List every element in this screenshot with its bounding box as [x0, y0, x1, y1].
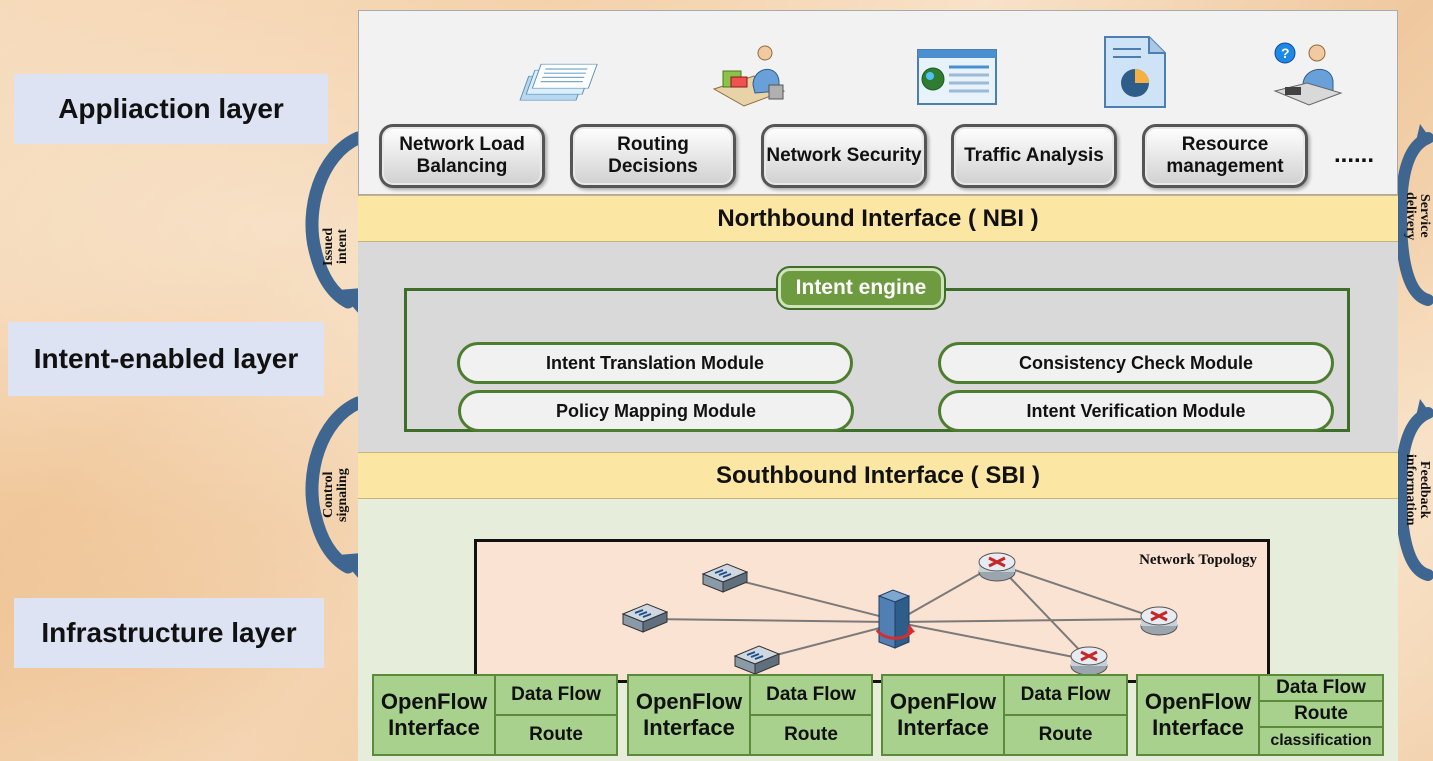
- feedback-information-arrow: [1398, 399, 1433, 581]
- data-flow-cell: Data Flow: [496, 676, 616, 716]
- openflow-interface-label: OpenFlow Interface: [629, 676, 751, 754]
- openflow-interface-label: OpenFlow Interface: [883, 676, 1005, 754]
- control-signaling-label: Control signaling: [321, 468, 350, 522]
- documents-icon: [519, 63, 598, 101]
- infrastructure-layer-label: Infrastructure layer: [14, 598, 324, 668]
- openflow-box-4: OpenFlow Interface Data Flow Route class…: [1136, 674, 1384, 756]
- intent-translation-module[interactable]: Intent Translation Module: [457, 342, 853, 384]
- service-delivery-label: Service delivery: [1403, 191, 1432, 241]
- data-flow-cell: Data Flow: [1260, 676, 1382, 702]
- openflow-box-3: OpenFlow Interface Data Flow Route: [881, 674, 1128, 756]
- network-topology-panel: Network Topology: [474, 539, 1270, 683]
- route-cell: Route: [529, 724, 583, 745]
- svg-text:?: ?: [1281, 45, 1290, 61]
- app-routing-decisions[interactable]: Routing Decisions: [570, 124, 736, 188]
- app-resource-management[interactable]: Resource management: [1142, 124, 1308, 188]
- control-signaling-arrow: [305, 396, 365, 580]
- route-cell: Route: [784, 724, 838, 745]
- intent-engine-title[interactable]: Intent engine: [776, 266, 946, 310]
- issued-intent-arrow: [305, 131, 365, 315]
- classification-cell: classification: [1270, 732, 1372, 749]
- router-icon: [1140, 606, 1178, 636]
- consistency-check-module[interactable]: Consistency Check Module: [938, 342, 1334, 384]
- intent-layer-label: Intent-enabled layer: [8, 322, 324, 396]
- openflow-box-1: OpenFlow Interface Data Flow Route: [372, 674, 618, 756]
- report-chart-icon: [1104, 36, 1166, 108]
- policy-mapping-module[interactable]: Policy Mapping Module: [458, 390, 854, 432]
- intent-verification-module[interactable]: Intent Verification Module: [938, 390, 1334, 432]
- more-apps-ellipsis: ......: [1334, 141, 1375, 168]
- network-topology-label: Network Topology: [1139, 552, 1257, 568]
- data-flow-cell: Data Flow: [1005, 676, 1126, 716]
- data-flow-cell: Data Flow: [751, 676, 871, 716]
- help-desk-user-icon: ?: [1273, 42, 1343, 106]
- switch-icon: [621, 603, 669, 633]
- app-network-load-balancing[interactable]: Network Load Balancing: [379, 124, 545, 188]
- workstation-user-icon: [712, 45, 786, 107]
- architecture-diagram: ? Network Load Balancing Routing Decisio…: [358, 10, 1398, 761]
- browser-window-icon: [917, 49, 997, 105]
- northbound-interface-bar: Northbound Interface ( NBI ): [358, 195, 1398, 242]
- route-cell: Route: [1260, 702, 1382, 728]
- application-area: ? Network Load Balancing Routing Decisio…: [358, 10, 1398, 195]
- router-icon: [1070, 646, 1108, 676]
- openflow-interface-label: OpenFlow Interface: [374, 676, 496, 754]
- app-traffic-analysis[interactable]: Traffic Analysis: [951, 124, 1117, 188]
- service-delivery-arrow: [1398, 124, 1433, 306]
- issued-intent-label: Issued intent: [321, 227, 350, 267]
- topology-graph: [621, 552, 1178, 676]
- route-cell: Route: [1038, 724, 1093, 745]
- controller-server-icon: [875, 589, 915, 649]
- application-layer-label: Appliaction layer: [14, 74, 328, 144]
- feedback-information-label: Feedback information: [1403, 454, 1432, 526]
- southbound-interface-bar: Southbound Interface ( SBI ): [358, 452, 1398, 499]
- switch-icon: [733, 645, 781, 675]
- switch-icon: [701, 563, 749, 593]
- openflow-box-2: OpenFlow Interface Data Flow Route: [627, 674, 873, 756]
- openflow-interface-label: OpenFlow Interface: [1138, 676, 1260, 754]
- app-network-security[interactable]: Network Security: [761, 124, 927, 188]
- router-icon: [978, 552, 1016, 582]
